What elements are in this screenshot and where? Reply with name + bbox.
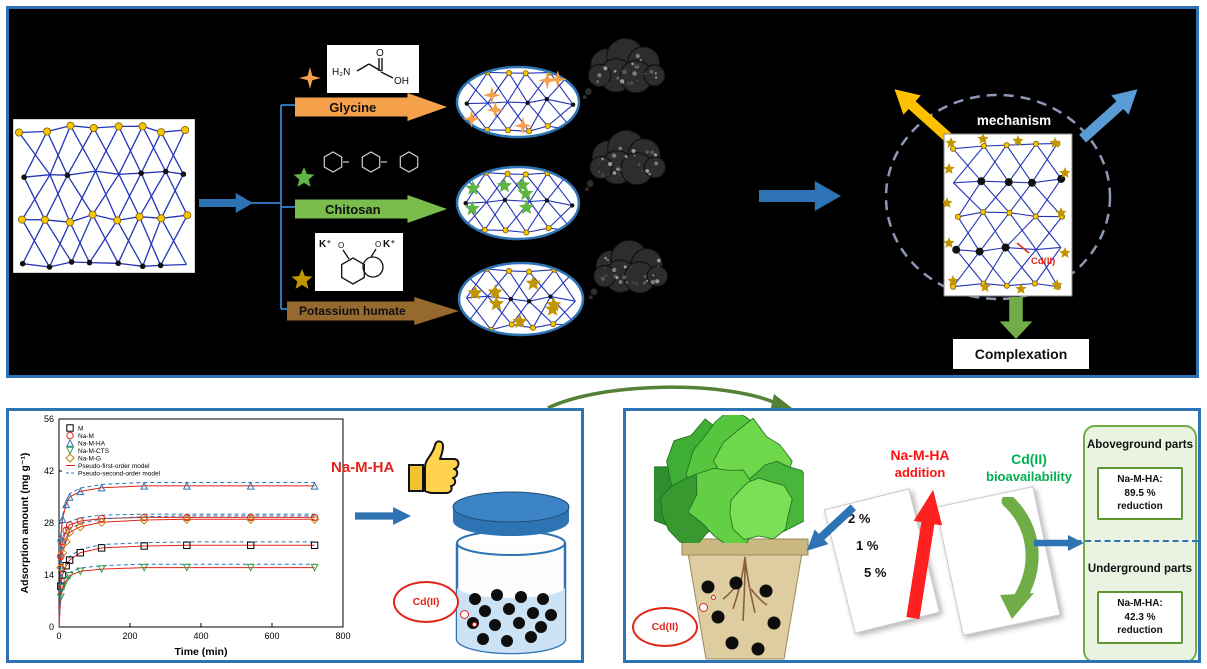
thumbs-up-icon [403,421,465,501]
mechanism-dashed-circle [884,93,1112,301]
adsorption-vessel-image [445,487,577,659]
cd-label: Cd(II) [412,596,440,608]
chitosan-star-icon [291,165,317,191]
sem-cloud-humate [587,239,675,299]
svg-text:O: O [338,241,344,250]
svg-text:O: O [375,240,381,249]
lettuce-plant-image [654,415,804,543]
bubble-dot [472,622,477,627]
to-mechanism-arrow [759,181,841,211]
glycine-arrow: Glycine [295,93,447,121]
chitosan-structure-image [309,149,427,175]
bioavailability-decrease-arrow [1000,497,1039,619]
glycine-modified-clay-image [455,65,581,139]
sem-cloud-chitosan [583,129,673,191]
clay-to-modifiers-arrow [199,193,253,213]
potassium-humate-arrow-label: Potassium humate [299,304,406,318]
underground-result-card: Na-M-HA: 42.3 % reduction [1097,591,1183,644]
chitosan-arrow-label: Chitosan [324,201,381,217]
svg-text:56: 56 [44,414,54,424]
humate-modified-clay-image [457,261,585,337]
svg-text:400: 400 [193,631,208,641]
svg-text:0: 0 [49,622,54,632]
humate-star-icon [289,267,315,293]
glycine-sparkle-icon [297,65,323,91]
svg-text:Na-M-G: Na-M-G [78,456,101,463]
svg-text:Time (min): Time (min) [175,646,228,658]
svg-text:14: 14 [44,570,54,580]
dose-1-percent: 1 % [856,538,879,553]
glycine-arrow-label: Glycine [329,99,377,115]
cd-label: Cd(II) [651,621,679,633]
chitosan-modified-clay-image [455,165,581,241]
pot-experiment-panel: Cd(II) 2 % 1 % 5 % Na-M-HA addition Cd(I… [623,408,1201,663]
svg-text:600: 600 [264,631,279,641]
sem-cloud-glycine [581,37,673,99]
soil-pot-image [674,529,816,660]
mechanism-label: mechanism [976,113,1052,128]
to-beaker-arrow [355,507,411,525]
potassium-humate-arrow: Potassium humate [287,297,459,325]
svg-text:Cd(II): Cd(II) [1031,256,1055,267]
bubble-dot [711,595,716,600]
svg-text:M: M [78,426,83,433]
svg-text:Pseudo-second-order model: Pseudo-second-order model [78,471,161,478]
underground-title: Underground parts [1087,563,1193,575]
ground-divider-line [1056,540,1198,542]
svg-text:42: 42 [44,466,54,476]
svg-text:OH: OH [394,76,409,87]
svg-text:200: 200 [122,631,137,641]
bubble-dot [460,610,469,619]
reduction-results-box: Aboveground parts Na-M-HA: 89.5 % reduct… [1083,425,1197,660]
panel-link-arrow [547,385,792,412]
cd-thought-bubble: Cd(II) [393,581,477,627]
svg-text:H₂N: H₂N [332,67,350,78]
svg-text:800: 800 [335,631,350,641]
svg-text:Adsorption amount (mg g⁻¹): Adsorption amount (mg g⁻¹) [19,453,31,594]
branch-connector-lines [247,104,303,310]
cd-bioavailability-label: Cd(II) bioavailability [986,451,1072,484]
svg-text:28: 28 [44,518,54,528]
montmorillonite-structure-image [13,119,195,273]
cd-soil-bubble: Cd(II) [632,595,716,647]
svg-text:Na-M-HA: Na-M-HA [78,441,106,448]
svg-text:O: O [376,48,384,59]
svg-text:0: 0 [56,631,61,641]
adsorption-mechanism-structure: Cd(II) [943,133,1073,297]
svg-text:Na-M: Na-M [78,433,94,440]
best-adsorbent-label: Na-M-HA [331,459,395,476]
svg-text:K⁺: K⁺ [319,239,332,250]
svg-text:K⁺: K⁺ [383,239,396,250]
svg-text:Na-M-CTS: Na-M-CTS [78,448,110,455]
na-m-ha-addition-label: Na-M-HA addition [890,447,950,480]
complexation-box: Complexation [953,339,1089,369]
aboveground-result-card: Na-M-HA: 89.5 % reduction [1097,467,1183,520]
chitosan-arrow: Chitosan [295,195,447,223]
bubble-dot [699,603,708,612]
complexation-label: Complexation [974,346,1068,362]
glycine-structure-image: H₂N O OH [327,45,419,93]
dose-2-percent: 2 % [848,511,871,526]
dose-5-percent: 5 % [864,565,887,580]
aboveground-title: Aboveground parts [1086,439,1194,451]
svg-text:Pseudo-first-order model: Pseudo-first-order model [78,463,150,470]
